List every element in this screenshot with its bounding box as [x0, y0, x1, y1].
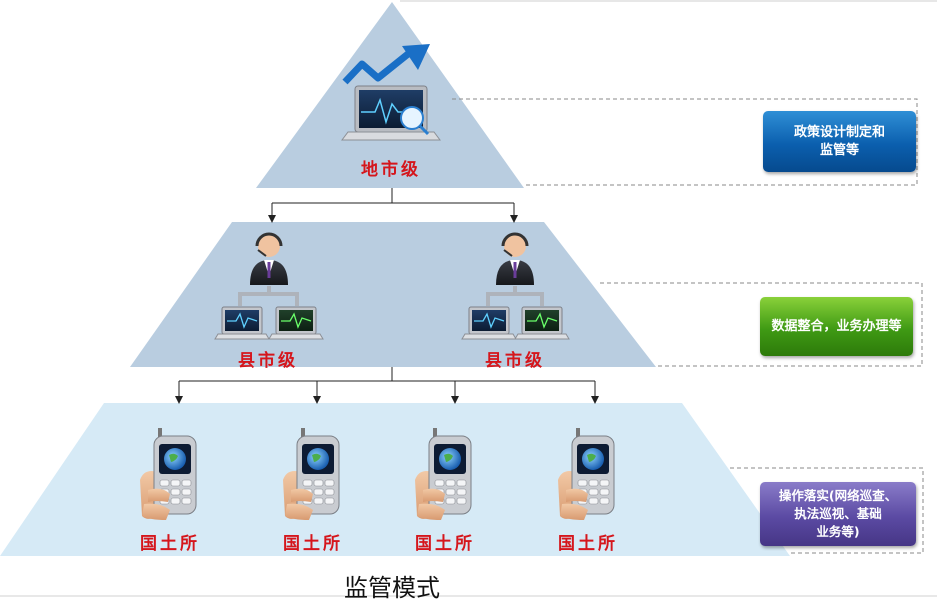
laptop-green-icon: [514, 306, 570, 340]
tier-station-shape: [0, 403, 790, 556]
tier-label-station: 国土所: [140, 534, 200, 554]
tier-label-county: 县市级: [238, 351, 298, 371]
tier-county-shape: [130, 222, 656, 367]
description-box-operations: 操作落实(网络巡查、 执法巡视、基础 业务等): [760, 482, 916, 546]
bracket-city: [452, 98, 918, 186]
description-box-policy: 政策设计制定和 监管等: [763, 111, 916, 172]
diagram-caption: 监管模式: [344, 574, 440, 602]
laptop-blue-icon: [461, 306, 517, 340]
tier-label-county: 县市级: [485, 351, 545, 371]
description-text-policy: 政策设计制定和 监管等: [793, 124, 885, 158]
laptop-blue-icon: [214, 306, 270, 340]
bracket-station: [730, 467, 924, 554]
tier-label-station: 国土所: [415, 534, 475, 554]
description-text-data: 数据整合，业务办理等: [771, 318, 902, 334]
tier-label-station: 国土所: [558, 534, 618, 554]
connector-county-station: [175, 367, 599, 404]
laptop-green-icon: [268, 306, 324, 340]
description-text-operations: 操作落实(网络巡查、 执法巡视、基础 业务等): [778, 488, 898, 539]
mobile-phone-hand-icon: [140, 428, 197, 520]
tier-label-city: 地市级: [361, 160, 421, 180]
description-box-data: 数据整合，业务办理等: [760, 297, 913, 356]
tier-label-station: 国土所: [283, 534, 343, 554]
connector-city-county: [268, 188, 518, 223]
operator-icon-left: [238, 232, 299, 306]
operator-icon-right: [486, 232, 544, 306]
laptop-chart-icon: [341, 44, 441, 141]
bracket-county: [600, 282, 923, 367]
